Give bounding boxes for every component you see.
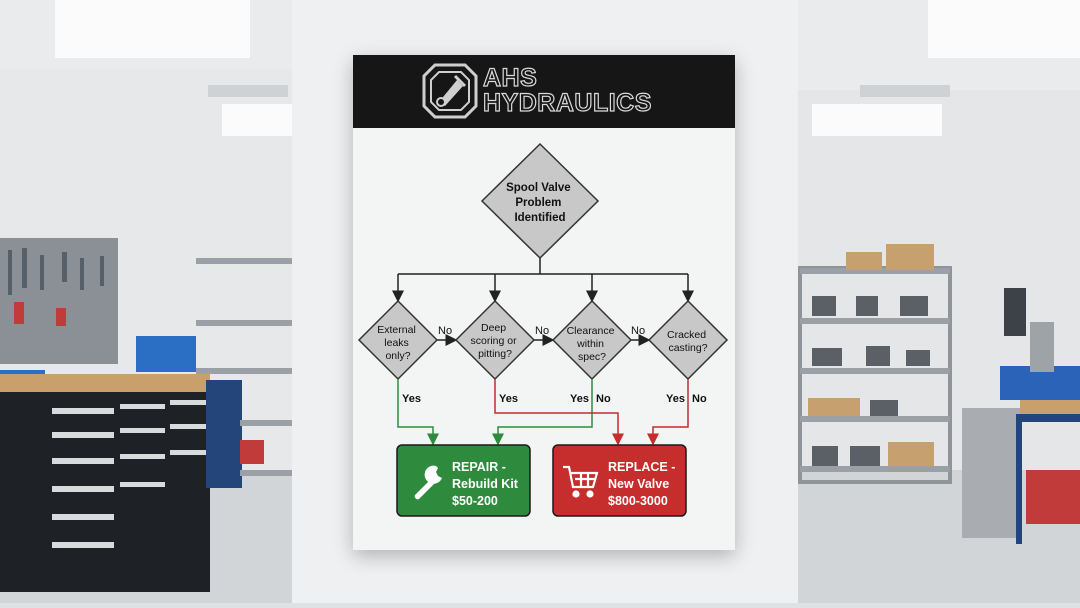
brand-line-1: AHS: [482, 64, 538, 92]
repair-outcome: REPAIR - Rebuild Kit $50-200: [396, 444, 531, 517]
svg-text:Cracked casting?: Cracked casting?: [667, 329, 709, 354]
yes-label-2: Yes: [499, 393, 518, 405]
decision-2-line-3: pitting?: [478, 348, 512, 360]
replace-paths: [494, 379, 689, 446]
repair-line-1: REPAIR -: [452, 460, 506, 474]
brand-name: AHS HYDRAULICS: [482, 64, 652, 117]
decision-3-line-3: spec?: [578, 351, 606, 363]
repair-line-2: Rebuild Kit: [452, 477, 519, 491]
replace-outcome: REPLACE - New Valve $800-3000: [552, 444, 687, 517]
repair-paths: [397, 379, 593, 446]
start-node: Spool Valve Problem Identified: [480, 142, 600, 260]
decision-4-line-2: casting?: [668, 342, 707, 354]
no-label-2: No: [535, 325, 549, 337]
brand-line-2: HYDRAULICS: [482, 89, 652, 117]
decision-deep-scoring: Deep scoring or pitting?: [454, 299, 536, 381]
yes-label-3: Yes: [570, 393, 589, 405]
decision-external-leaks: External leaks only?: [357, 299, 439, 381]
svg-text:Clearance within: Clearance within spec?: [567, 325, 618, 363]
flowchart: Spool Valve Problem Identified External …: [357, 142, 729, 517]
replace-line-3: $800-3000: [608, 494, 668, 508]
decision-4-line-1: Cracked: [667, 329, 706, 341]
shopping-cart-icon: [563, 465, 599, 498]
branch-connectors: [392, 258, 694, 346]
decision-1-line-1: External: [377, 324, 416, 336]
start-line-2: Problem: [515, 197, 561, 209]
decision-3-line-1: Clearance: [567, 325, 615, 337]
start-line-1: Spool Valve: [506, 182, 571, 194]
decision-1-line-3: only?: [385, 350, 410, 362]
svg-text:External leaks: External leaks only?: [377, 324, 418, 362]
decision-2-line-1: Deep: [481, 322, 506, 334]
no-label-5: No: [692, 393, 707, 405]
wrench-icon: [414, 465, 442, 500]
svg-text:Deep scoring or: Deep scoring or pitting?: [470, 322, 519, 360]
svg-text:REPAIR - Rebuild Kit: REPAIR - Rebuild Kit $50-200: [452, 460, 521, 508]
decision-cracked-casting: Cracked casting?: [647, 299, 729, 381]
no-label-3: No: [631, 325, 645, 337]
decision-2-line-2: scoring or: [470, 335, 517, 347]
flowchart-poster: AHS HYDRAULICS Spool Valve Problem Ident…: [353, 55, 735, 550]
repair-line-3: $50-200: [452, 494, 498, 508]
start-line-3: Identified: [514, 212, 565, 224]
no-label-4: No: [596, 393, 611, 405]
poster-header: AHS HYDRAULICS: [353, 55, 735, 128]
decision-3-line-2: within: [576, 338, 604, 350]
svg-text:REPLACE - New Valve: REPLACE - New Valve $800-3000: [608, 460, 679, 508]
replace-line-2: New Valve: [608, 477, 669, 491]
decision-clearance: Clearance within spec?: [551, 299, 633, 381]
no-label-1: No: [438, 325, 452, 337]
ahs-logo-icon: [422, 63, 478, 119]
yes-label-4: Yes: [666, 393, 685, 405]
replace-line-1: REPLACE -: [608, 460, 675, 474]
yes-label-1: Yes: [402, 393, 421, 405]
decision-1-line-2: leaks: [384, 337, 409, 349]
svg-text:Spool Valve Problem: Spool Valve Problem Identified: [506, 182, 574, 224]
